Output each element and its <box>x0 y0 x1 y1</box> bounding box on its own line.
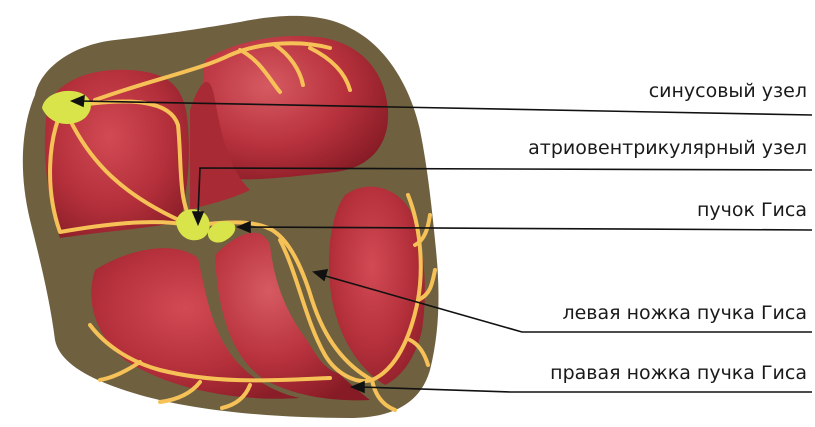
label-left-bundle-branch: левая ножка пучка Гиса <box>562 302 807 324</box>
left-atrium <box>202 36 388 179</box>
label-av-node: атриовентрикулярный узел <box>528 137 807 159</box>
label-sinus-node: синусовый узел <box>649 80 807 102</box>
pointer-right-bundle-branch <box>360 387 812 392</box>
label-his-bundle: пучок Гиса <box>697 199 807 221</box>
label-right-bundle-branch: правая ножка пучка Гиса <box>550 362 807 384</box>
